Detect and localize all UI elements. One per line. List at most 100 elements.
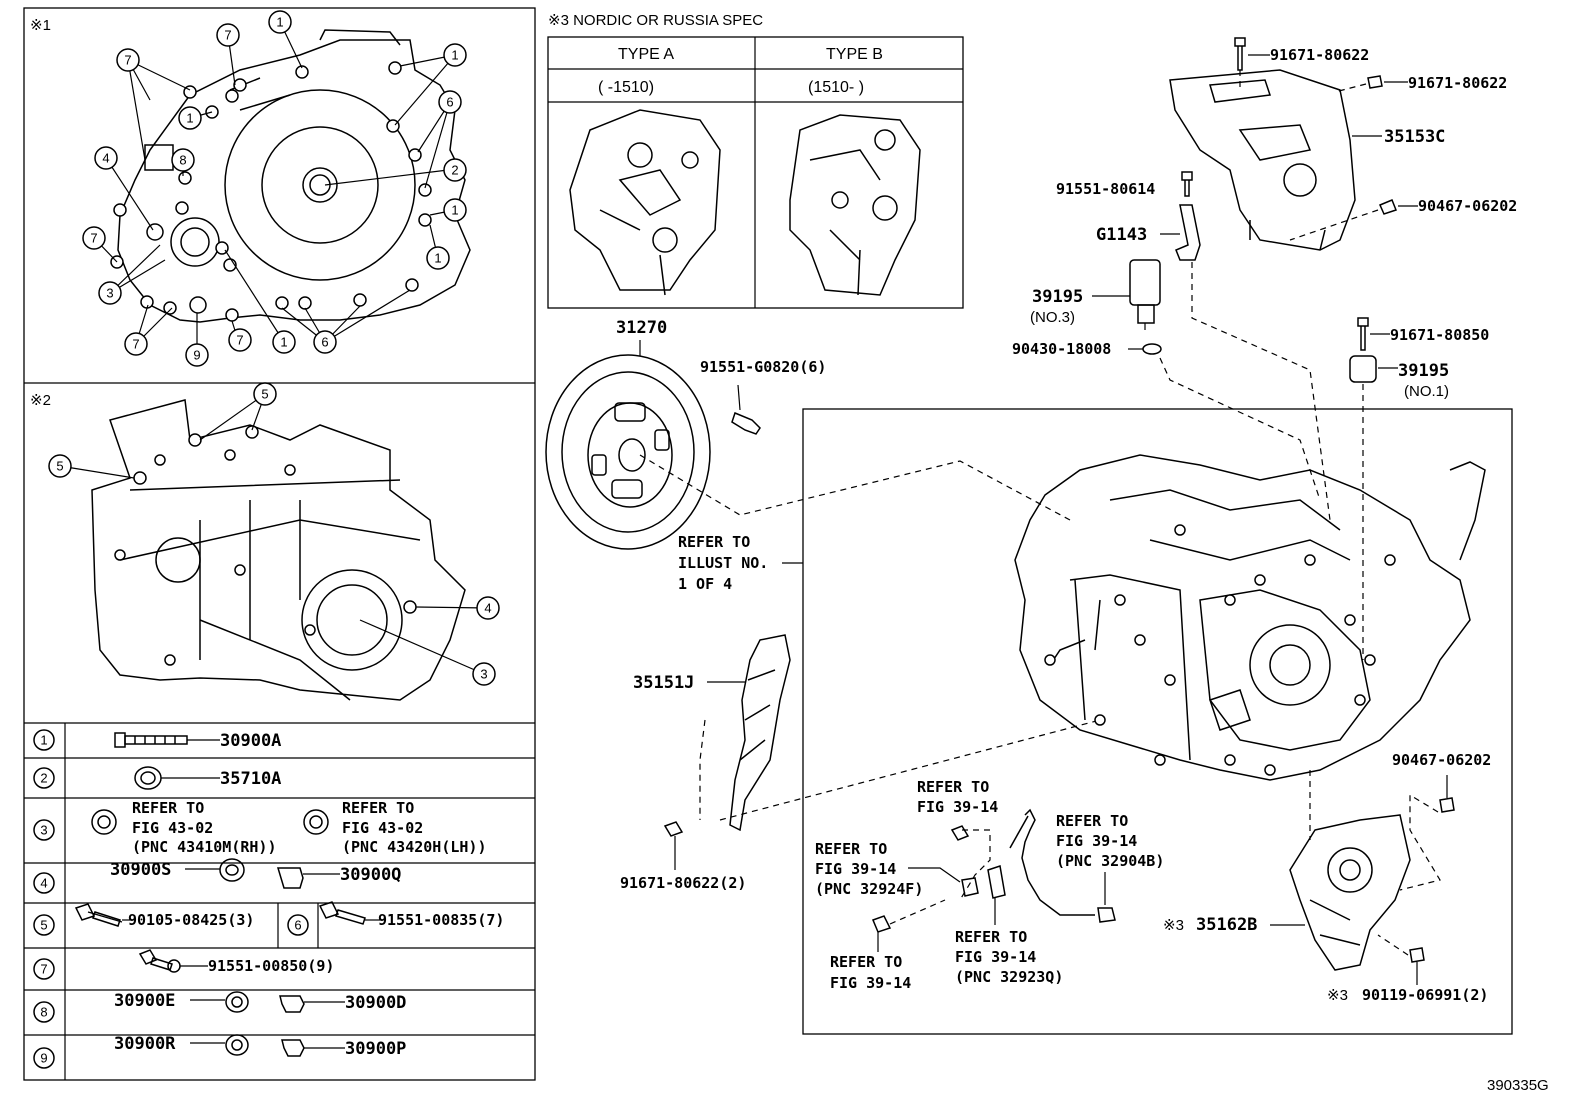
callout-7: 7 (236, 333, 243, 348)
callout-1: 1 (186, 111, 193, 126)
part-90119-06991: 90119-06991(2) (1362, 986, 1488, 1004)
bolt-91551-80614 (1181, 171, 1193, 197)
callout-7: 7 (90, 231, 97, 246)
part-30900e: 30900E (114, 991, 175, 1011)
legend-index-6: 6 (294, 918, 301, 933)
callout-5: 5 (56, 459, 63, 474)
view2-mark: ※2 (30, 392, 51, 409)
callout-1: 1 (276, 15, 283, 30)
refer-fig5-line1: REFER TO (830, 953, 902, 971)
part-30900p: 30900P (345, 1039, 406, 1059)
part-30900a: 30900A (220, 731, 281, 751)
transaxle-frame (802, 408, 1513, 1035)
transaxle-assembly (1014, 454, 1486, 781)
callout-9: 9 (193, 348, 200, 363)
part-90467-06202-b: 90467-06202 (1392, 751, 1491, 769)
part-91671-80622-b: 91671-80622 (1408, 74, 1507, 92)
callout-4: 4 (484, 601, 491, 616)
part-91551-g0820: 91551-G0820(6) (700, 358, 826, 376)
refer-fig2-line3: (PNC 32904B) (1056, 852, 1164, 870)
callout-8: 8 (179, 153, 186, 168)
part-90430-18008: 90430-18008 (1012, 340, 1111, 358)
part-35162b-mark: ※3 (1163, 917, 1184, 934)
legend-index-5: 5 (40, 918, 47, 933)
legend3-fig-a: FIG 43-02 (132, 819, 213, 837)
type-b-range: (1510- ) (808, 79, 864, 96)
part-91671-80622-a: 91671-80622 (1270, 46, 1369, 64)
legend3-refer-b: REFER TO (342, 799, 414, 817)
refer-fig5-line2: FIG 39-14 (830, 974, 911, 992)
refer-fig1-line2: FIG 39-14 (917, 798, 998, 816)
speed-sensor-harness (872, 808, 1116, 933)
legend-index-4: 4 (40, 876, 47, 891)
part-91551-80614: 91551-80614 (1056, 180, 1155, 198)
legend3-fig-b: FIG 43-02 (342, 819, 423, 837)
legend-index-8: 8 (40, 1005, 47, 1020)
part-30900r: 30900R (114, 1034, 176, 1054)
refer-fig3-line2: FIG 39-14 (815, 860, 896, 878)
type-a-range: ( -1510) (598, 79, 654, 96)
part-30900s: 30900S (110, 860, 171, 880)
part-35162b: 35162B (1196, 915, 1257, 935)
callout-1: 1 (434, 251, 441, 266)
type-a-header: TYPE A (618, 46, 674, 63)
part-g1143: G1143 (1096, 225, 1147, 245)
part-91671-80622-2: 91671-80622(2) (620, 874, 746, 892)
refer-fig3-line3: (PNC 32924F) (815, 880, 923, 898)
part-35710a: 35710A (220, 769, 281, 789)
callout-3: 3 (106, 286, 113, 301)
callout-1: 1 (451, 48, 458, 63)
part-39195-b: 39195 (1398, 361, 1449, 381)
callout-7: 7 (224, 28, 231, 43)
cover-35162b (1289, 814, 1411, 971)
part-90467-06202-a: 90467-06202 (1418, 197, 1517, 215)
view2-callouts: 5 5 4 3 (48, 382, 500, 686)
part-30900q: 30900Q (340, 865, 401, 885)
refer-illust-line1: REFER TO (678, 533, 750, 551)
part-91551-00850: 91551-00850(9) (208, 957, 334, 975)
legend-index-7: 7 (40, 962, 47, 977)
bolt-91671-80622-a (1234, 37, 1246, 71)
diagram-id: 390335G (1487, 1077, 1549, 1094)
callout-7: 7 (124, 53, 131, 68)
legend-index-1: 1 (40, 733, 47, 748)
refer-illust-line2: ILLUST NO. (678, 554, 768, 572)
callout-4: 4 (102, 151, 109, 166)
legend-index-9: 9 (40, 1051, 47, 1066)
part-39195-b-no1: (NO.1) (1404, 383, 1449, 400)
part-30900d: 30900D (345, 993, 406, 1013)
callout-6: 6 (446, 95, 453, 110)
bolt-90119-06991 (1409, 947, 1425, 963)
part-39195-a-no3: (NO.3) (1030, 309, 1075, 326)
legend3-refer-a: REFER TO (132, 799, 204, 817)
nordic-note: ※3 NORDIC OR RUSSIA SPEC (548, 12, 763, 29)
view1-housing (93, 21, 471, 355)
bolt-91671-80622-b (1367, 75, 1383, 89)
legend3-pnc-a: (PNC 43410M(RH)) (132, 838, 277, 856)
callout-2: 2 (451, 163, 458, 178)
washer-90430-18008 (1142, 343, 1162, 355)
legend-index-3: 3 (40, 823, 47, 838)
bracket-35153c (1169, 69, 1356, 251)
part-91551-00835: 91551-00835(7) (378, 911, 504, 929)
left-panel (23, 7, 536, 1081)
part-35151j: 35151J (633, 673, 694, 693)
type-b-header: TYPE B (826, 46, 883, 63)
bolt-91671-80850 (1357, 317, 1369, 351)
callout-5: 5 (261, 387, 268, 402)
sensor-39195-no3 (1129, 259, 1161, 330)
legend-index-2: 2 (40, 771, 47, 786)
view2-housing (59, 393, 489, 701)
part-90119-mark: ※3 (1327, 987, 1348, 1004)
legend-table: 1 2 3 4 5 6 7 8 9 30900A 35710A REFER TO… (33, 729, 504, 1069)
nut-90467-06202-b (1439, 797, 1455, 813)
mount-39195-no1 (1349, 355, 1377, 383)
part-35153c: 35153C (1384, 127, 1445, 147)
nut-90467-06202-a (1379, 199, 1397, 215)
part-39195-a: 39195 (1032, 287, 1083, 307)
view1-callouts: 7 7 1 1 6 2 1 1 1 4 8 7 3 7 9 7 1 6 (82, 10, 467, 367)
part-90105-08425: 90105-08425(3) (128, 911, 254, 929)
callout-6: 6 (321, 335, 328, 350)
refer-fig4-line2: FIG 39-14 (955, 948, 1036, 966)
